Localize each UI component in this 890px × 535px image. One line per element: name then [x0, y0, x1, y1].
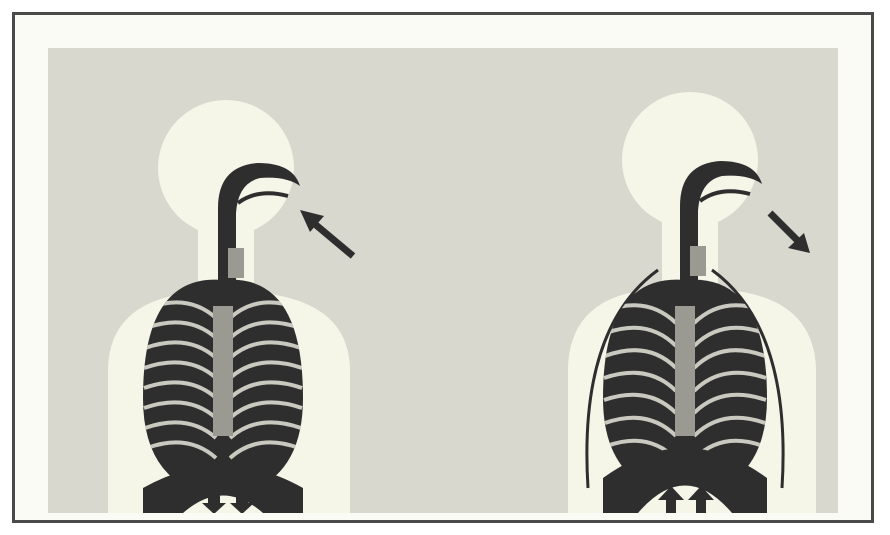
figure-frame — [12, 12, 874, 523]
breathing-diagram — [48, 48, 838, 513]
airflow-arrow-out — [770, 213, 810, 253]
diagram-panel — [48, 48, 838, 513]
ribcage — [143, 280, 303, 498]
left-figure — [108, 100, 353, 513]
right-figure — [568, 92, 816, 513]
airflow-arrow-in — [300, 210, 353, 256]
